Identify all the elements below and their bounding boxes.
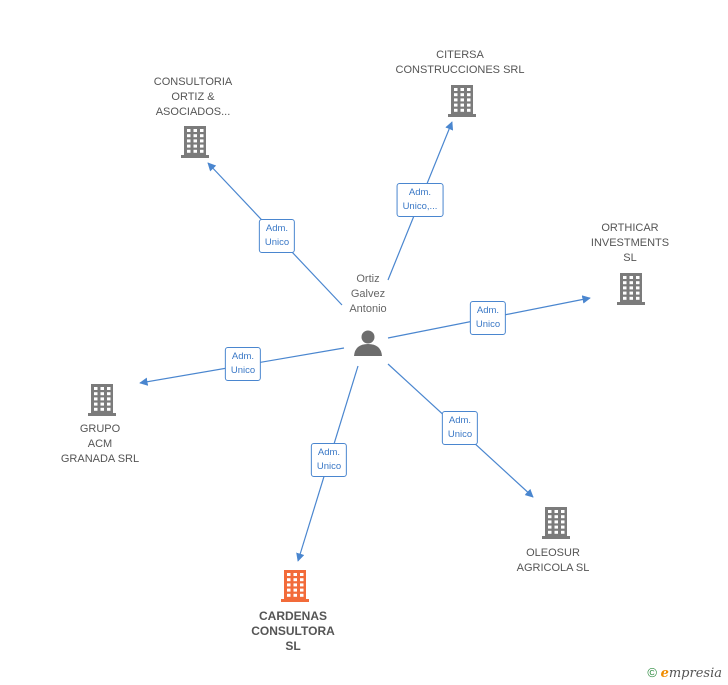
edge-label-cardenas[interactable]: Adm. Unico — [310, 443, 348, 477]
building-icon[interactable] — [181, 126, 209, 158]
building-icon[interactable] — [542, 507, 570, 539]
nodes-layer — [88, 85, 645, 602]
brand-initial: e — [660, 666, 669, 681]
edge-label-orthicar[interactable]: Adm. Unico — [469, 301, 507, 335]
edge-label-consultoria[interactable]: Adm. Unico — [258, 219, 296, 253]
person-label[interactable]: Ortiz Galvez Antonio — [349, 273, 387, 315]
edge-label-grupo[interactable]: Adm. Unico — [224, 347, 262, 381]
company-label-consultoria[interactable]: CONSULTORIA ORTIZ & ASOCIADOS... — [153, 76, 233, 118]
company-label-cardenas[interactable]: CARDENAS CONSULTORA SL — [251, 609, 335, 653]
copyright-symbol: © — [647, 665, 657, 680]
building-icon[interactable] — [281, 570, 309, 602]
footer-brand: © empresia — [647, 665, 722, 681]
brand-rest: mpresia — [668, 666, 722, 681]
company-label-oleosur[interactable]: OLEOSUR AGRICOLA SL — [516, 547, 590, 574]
building-icon[interactable] — [88, 384, 116, 416]
building-icon[interactable] — [448, 85, 476, 117]
person-icon[interactable] — [354, 330, 382, 357]
edge-label-citersa[interactable]: Adm. Unico,... — [396, 183, 444, 217]
company-label-citersa[interactable]: CITERSA CONSTRUCCIONES SRL — [395, 49, 525, 76]
edge-label-oleosur[interactable]: Adm. Unico — [441, 411, 479, 445]
company-label-orthicar[interactable]: ORTHICAR INVESTMENTS SL — [590, 222, 670, 264]
building-icon[interactable] — [617, 273, 645, 305]
brand-name: empresia — [661, 666, 722, 681]
company-label-grupo[interactable]: GRUPO ACM GRANADA SRL — [60, 423, 140, 465]
